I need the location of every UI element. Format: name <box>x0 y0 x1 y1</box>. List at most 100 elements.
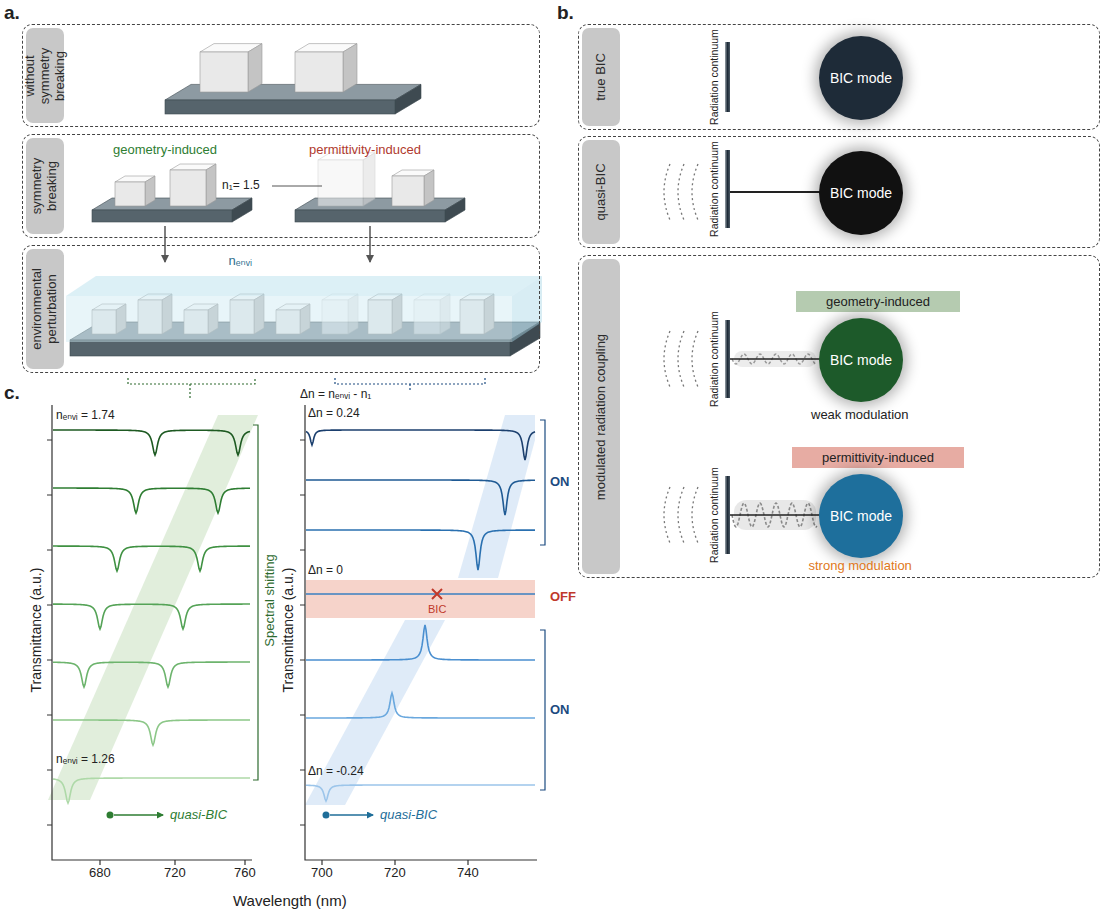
block-front <box>92 210 232 222</box>
axis-tick <box>47 605 52 606</box>
axis-tick <box>300 825 305 826</box>
axis-tick <box>47 825 52 826</box>
range-bracket <box>540 420 545 545</box>
block-side <box>424 170 434 206</box>
plot-axis <box>52 405 252 860</box>
mode-circle: BIC mode <box>819 36 903 120</box>
continuum-bar <box>725 476 730 554</box>
label-tag: permittivity-induced <box>792 447 964 468</box>
marker-arrow <box>330 814 373 815</box>
tab-label: symmetry breaking <box>30 142 60 230</box>
leader-line <box>272 186 322 187</box>
medium-layer <box>512 276 542 342</box>
radiation-wave <box>678 487 684 543</box>
radiation-wave <box>678 164 684 220</box>
spectrum-trace <box>306 625 535 660</box>
block-front <box>200 52 248 92</box>
axis-tick <box>47 660 52 661</box>
mode-label: quasi-BIC <box>380 808 437 823</box>
panel-box: true BIC BIC mode <box>578 24 1100 130</box>
side-tab: true BIC <box>582 28 620 126</box>
tick-label: 680 <box>89 866 111 881</box>
tab-label: without symmetry breaking <box>23 32 68 119</box>
continuum-label: Radiation continuum <box>708 141 720 237</box>
spectrum-trace <box>306 593 535 595</box>
trace-label: nₑₙᵥᵢ = 1.74 <box>56 409 115 423</box>
panel-box: without symmetry breaking <box>22 24 540 127</box>
group-label: geometry-induced <box>113 143 217 158</box>
spectrum-trace <box>306 430 535 460</box>
panel-letter: b. <box>557 2 574 24</box>
tab-label: true BIC <box>594 32 609 122</box>
panel-letter: c. <box>4 382 20 404</box>
axis-label: Transmittance (a.u.) <box>280 568 296 693</box>
side-tab: quasi-BIC <box>582 140 620 244</box>
continuum-bar <box>725 150 730 228</box>
radiation-wave <box>692 331 698 387</box>
range-bracket <box>540 630 545 790</box>
radiation-wave <box>664 487 670 543</box>
coupling-line <box>730 358 820 360</box>
continuum-bar <box>725 42 730 112</box>
marker-dot <box>323 812 330 819</box>
block-side <box>395 84 421 114</box>
continuum-label: Radiation continuum <box>708 311 720 407</box>
block-shape <box>200 44 262 92</box>
axis-tick <box>300 770 305 771</box>
tick-label: 720 <box>384 866 406 881</box>
tab-label: modulated radiation coupling <box>594 263 609 570</box>
marker-dot <box>107 812 114 819</box>
panel-box: symmetry breaking <box>22 134 540 238</box>
index-label: n₁= 1.5 <box>222 179 260 193</box>
formula-label: Δn = nₑₙᵥᵢ - n₁ <box>300 388 371 402</box>
shift-band <box>305 620 445 805</box>
axis-tick <box>467 860 468 865</box>
spectrum-trace <box>53 488 250 513</box>
coupling-line <box>730 191 820 193</box>
axis-tick <box>174 860 175 865</box>
radiation-wave <box>692 164 698 220</box>
axis-tick <box>300 660 305 661</box>
flow-arrow <box>164 226 166 262</box>
state-label: ON <box>550 703 570 718</box>
block-shape <box>392 170 434 206</box>
axis-tick <box>99 860 100 865</box>
group-label: permittivity-induced <box>309 143 421 158</box>
axis-tick <box>300 495 305 496</box>
marker-arrow <box>114 814 163 815</box>
spectrum-trace <box>53 778 250 803</box>
axis-tick <box>394 860 395 865</box>
spectrum-trace <box>53 604 250 629</box>
axis-label: Transmittance (a.u.) <box>28 568 44 693</box>
block-side <box>445 198 465 222</box>
spectrum-trace <box>306 480 535 515</box>
annotation: strong modulation <box>809 559 912 574</box>
panel-letter: a. <box>4 2 20 24</box>
trace-label: Δn = 0.24 <box>308 407 360 421</box>
radiation-wave <box>678 331 684 387</box>
tick-label: 760 <box>234 866 256 881</box>
continuum-label: Radiation continuum <box>708 29 720 125</box>
off-band <box>306 580 535 618</box>
coupling-line <box>730 514 820 516</box>
spectrum-trace <box>53 662 250 687</box>
axis-tick <box>300 440 305 441</box>
label-tag: geometry-induced <box>796 291 960 312</box>
axis-tick <box>300 715 305 716</box>
tick-label: 720 <box>164 866 186 881</box>
axis-tick <box>47 440 52 441</box>
medium-layer <box>66 276 542 296</box>
bracket-label: Spectral shifting <box>262 554 277 647</box>
trace-label: Δn = 0 <box>308 564 343 578</box>
state-label: ON <box>550 475 570 490</box>
axis-tick <box>47 550 52 551</box>
tick-label: 740 <box>457 866 479 881</box>
side-tab: modulated radiation coupling <box>582 259 620 574</box>
tab-label: environmental perturbation <box>30 253 60 365</box>
spectrum-trace <box>306 785 535 801</box>
tick-label: 700 <box>311 866 333 881</box>
block-side <box>248 44 262 92</box>
axis-tick <box>321 860 322 865</box>
side-tab: environmental perturbation <box>26 249 64 369</box>
